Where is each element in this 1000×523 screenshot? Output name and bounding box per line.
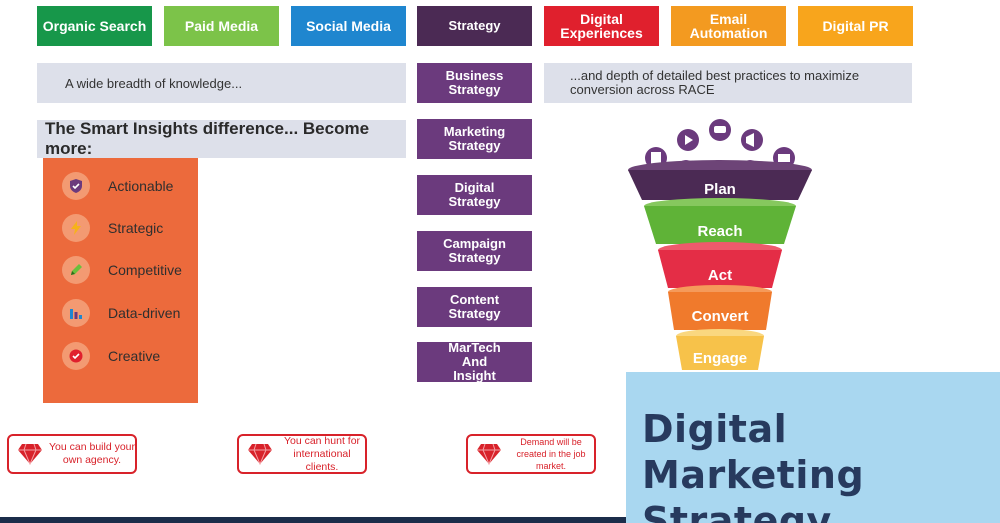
strategy-item-campaign: Campaign Strategy <box>417 231 532 271</box>
ruby-gem-icon <box>18 443 42 465</box>
difference-title: The Smart Insights difference... Become … <box>37 119 406 158</box>
bar-chart-icon <box>62 299 90 327</box>
tag-organic-search: Organic Search <box>37 6 152 46</box>
funnel-label-reach: Reach <box>697 223 742 240</box>
benefit-data-driven: Data-driven <box>62 299 180 327</box>
badge-check-icon <box>62 342 90 370</box>
benefit-label: Actionable <box>108 178 174 194</box>
tag-social-media: Social Media <box>291 6 406 46</box>
tag-digital-experiences: Digital Experiences <box>544 6 659 46</box>
ruby-card-agency: You can build your own agency. <box>7 434 137 474</box>
shield-check-icon <box>62 172 90 200</box>
ruby-card-international: You can hunt for international clients. <box>237 434 367 474</box>
hero-title-panel: Digital Marketing Strategy <box>626 372 1000 523</box>
ruby-card-demand: Demand will be created in the job market… <box>466 434 596 474</box>
benefit-label: Data-driven <box>108 305 181 321</box>
tag-paid-media: Paid Media <box>164 6 279 46</box>
benefit-label: Strategic <box>108 220 164 236</box>
benefit-creative: Creative <box>62 342 160 370</box>
depth-banner: ...and depth of detailed best practices … <box>544 63 912 103</box>
hero-title: Digital Marketing Strategy <box>642 407 865 523</box>
ruby-gem-icon <box>477 443 501 465</box>
tag-digital-pr: Digital PR <box>798 6 913 46</box>
strategy-item-content: Content Strategy <box>417 287 532 327</box>
funnel-label-convert: Convert <box>692 308 749 325</box>
strategy-item-digital: Digital Strategy <box>417 175 532 215</box>
tag-email-automation: Email Automation <box>671 6 786 46</box>
breadth-banner: A wide breadth of knowledge... <box>37 63 406 103</box>
strategy-header: Strategy <box>417 6 532 46</box>
funnel-label-engage: Engage <box>693 350 747 367</box>
benefit-label: Creative <box>108 348 161 364</box>
ruby-card-text: Demand will be created in the job market… <box>516 437 586 471</box>
benefit-actionable: Actionable <box>62 172 173 200</box>
benefit-strategic: Strategic <box>62 214 163 242</box>
ruby-card-text: You can build your own agency. <box>49 441 136 466</box>
funnel-label-act: Act <box>708 267 732 284</box>
strategy-item-business: Business Strategy <box>417 63 532 103</box>
pencil-icon <box>62 256 90 284</box>
ruby-card-text: You can hunt for international clients. <box>283 434 361 473</box>
bottom-divider <box>0 517 626 523</box>
benefit-competitive: Competitive <box>62 256 182 284</box>
benefit-label: Competitive <box>108 262 182 278</box>
ruby-gem-icon <box>248 443 272 465</box>
strategy-item-martech: MarTech And Insight <box>417 341 532 383</box>
funnel-label-plan: Plan <box>704 181 736 198</box>
race-funnel: Plan Reach Act Convert Engage <box>628 119 812 370</box>
lightning-icon <box>62 214 90 242</box>
strategy-item-marketing: Marketing Strategy <box>417 119 532 159</box>
